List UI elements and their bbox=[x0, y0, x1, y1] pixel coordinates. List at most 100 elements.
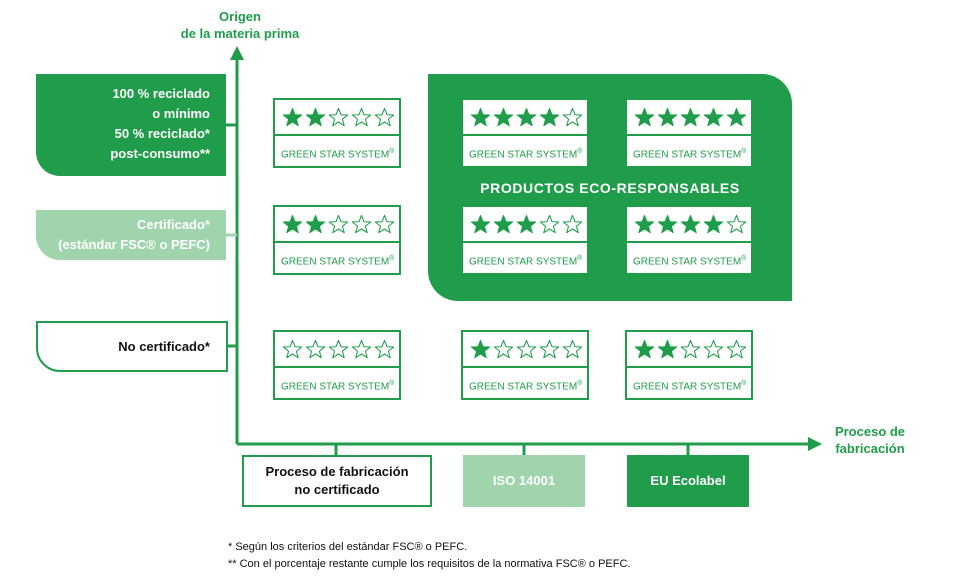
star-filled-icon bbox=[470, 214, 491, 233]
badge-label-text: GREEN STAR SYSTEM bbox=[281, 149, 390, 161]
green-star-badge: GREEN STAR SYSTEM® bbox=[273, 98, 401, 168]
badge-label: GREEN STAR SYSTEM® bbox=[463, 136, 587, 161]
column-label-line: EU Ecolabel bbox=[650, 473, 726, 488]
row-label-line: post-consumo** bbox=[110, 146, 210, 161]
badge-label: GREEN STAR SYSTEM® bbox=[463, 243, 587, 268]
row-label-line: 50 % reciclado* bbox=[114, 126, 210, 141]
star-filled-icon bbox=[657, 339, 678, 358]
column-label-uncertified-process: Proceso de fabricación no certificado bbox=[242, 455, 432, 507]
registered-mark: ® bbox=[389, 255, 395, 262]
star-filled-icon bbox=[516, 107, 537, 126]
star-empty-icon bbox=[351, 214, 372, 233]
registered-mark: ® bbox=[741, 255, 747, 262]
badge-label-text: GREEN STAR SYSTEM bbox=[633, 256, 742, 268]
row-label-line: No certificado* bbox=[118, 339, 210, 354]
star-rating bbox=[627, 207, 751, 243]
green-star-badge: GREEN STAR SYSTEM® bbox=[625, 205, 753, 275]
column-label-line: no certificado bbox=[294, 482, 380, 497]
badge-label-text: GREEN STAR SYSTEM bbox=[633, 381, 742, 393]
x-axis-title-line2: fabricación bbox=[835, 441, 905, 456]
badge-label: GREEN STAR SYSTEM® bbox=[275, 243, 399, 268]
green-star-badge: GREEN STAR SYSTEM® bbox=[461, 98, 589, 168]
row-label-line: Certificado* bbox=[137, 217, 210, 232]
star-empty-icon bbox=[374, 214, 395, 233]
row-label-certified: Certificado* (estándar FSC® o PEFC) bbox=[36, 210, 226, 260]
star-filled-icon bbox=[282, 107, 303, 126]
star-empty-icon bbox=[374, 339, 395, 358]
star-filled-icon bbox=[539, 107, 560, 126]
star-empty-icon bbox=[562, 107, 583, 126]
star-filled-icon bbox=[726, 107, 747, 126]
badge-label-text: GREEN STAR SYSTEM bbox=[469, 256, 578, 268]
registered-mark: ® bbox=[577, 148, 583, 155]
registered-mark: ® bbox=[577, 255, 583, 262]
y-axis-title-line2: de la materia prima bbox=[180, 26, 300, 41]
star-empty-icon bbox=[703, 339, 724, 358]
footnote-2: ** Con el porcentaje restante cumple los… bbox=[228, 558, 631, 570]
star-empty-icon bbox=[562, 339, 583, 358]
star-rating bbox=[463, 100, 587, 136]
star-empty-icon bbox=[305, 339, 326, 358]
column-label-line: ISO 14001 bbox=[492, 473, 556, 488]
badge-label: GREEN STAR SYSTEM® bbox=[627, 136, 751, 161]
star-rating bbox=[275, 100, 399, 136]
badge-label-text: GREEN STAR SYSTEM bbox=[469, 381, 578, 393]
column-label-line: Proceso de fabricación bbox=[265, 464, 409, 479]
badge-label: GREEN STAR SYSTEM® bbox=[463, 368, 587, 393]
star-empty-icon bbox=[726, 214, 747, 233]
star-filled-icon bbox=[634, 107, 655, 126]
footnote-1: * Según los criterios del estándar FSC® … bbox=[228, 541, 468, 553]
star-filled-icon bbox=[282, 214, 303, 233]
registered-mark: ® bbox=[741, 148, 747, 155]
badge-label-text: GREEN STAR SYSTEM bbox=[281, 256, 390, 268]
registered-mark: ® bbox=[577, 380, 583, 387]
badge-label: GREEN STAR SYSTEM® bbox=[275, 368, 399, 393]
row-label-recycled: 100 % reciclado o mínimo 50 % reciclado*… bbox=[36, 74, 226, 176]
green-star-badge: GREEN STAR SYSTEM® bbox=[625, 330, 753, 400]
y-axis-title: Origen de la materia prima bbox=[160, 8, 320, 42]
row-label-line: (estándar FSC® o PEFC) bbox=[58, 237, 210, 252]
star-filled-icon bbox=[680, 214, 701, 233]
star-empty-icon bbox=[539, 214, 560, 233]
star-filled-icon bbox=[493, 107, 514, 126]
star-empty-icon bbox=[351, 339, 372, 358]
star-rating bbox=[627, 100, 751, 136]
star-empty-icon bbox=[516, 339, 537, 358]
star-filled-icon bbox=[305, 107, 326, 126]
star-empty-icon bbox=[562, 214, 583, 233]
badge-label: GREEN STAR SYSTEM® bbox=[275, 136, 399, 161]
column-label-iso14001: ISO 14001 bbox=[463, 455, 585, 507]
star-filled-icon bbox=[470, 339, 491, 358]
star-filled-icon bbox=[634, 339, 655, 358]
badge-label-text: GREEN STAR SYSTEM bbox=[469, 149, 578, 161]
eco-responsible-title: PRODUCTOS ECO-RESPONSABLES bbox=[480, 180, 740, 196]
star-empty-icon bbox=[539, 339, 560, 358]
row-label-not-certified: No certificado* bbox=[36, 321, 228, 372]
star-rating bbox=[463, 207, 587, 243]
star-empty-icon bbox=[328, 339, 349, 358]
x-axis-title-line1: Proceso de bbox=[834, 424, 906, 439]
star-filled-icon bbox=[657, 214, 678, 233]
green-star-badge: GREEN STAR SYSTEM® bbox=[625, 98, 753, 168]
star-empty-icon bbox=[680, 339, 701, 358]
registered-mark: ® bbox=[741, 380, 747, 387]
star-empty-icon bbox=[726, 339, 747, 358]
star-rating bbox=[463, 332, 587, 368]
star-filled-icon bbox=[305, 214, 326, 233]
star-filled-icon bbox=[470, 107, 491, 126]
star-filled-icon bbox=[680, 107, 701, 126]
star-empty-icon bbox=[328, 214, 349, 233]
star-rating bbox=[275, 207, 399, 243]
star-empty-icon bbox=[282, 339, 303, 358]
star-filled-icon bbox=[703, 107, 724, 126]
x-axis-title: Proceso de fabricación bbox=[820, 423, 920, 457]
registered-mark: ® bbox=[389, 380, 395, 387]
green-star-badge: GREEN STAR SYSTEM® bbox=[461, 205, 589, 275]
row-label-line: 100 % reciclado bbox=[112, 86, 210, 101]
y-axis-title-line1: Origen bbox=[219, 9, 261, 24]
star-filled-icon bbox=[634, 214, 655, 233]
star-rating bbox=[627, 332, 751, 368]
star-rating bbox=[275, 332, 399, 368]
registered-mark: ® bbox=[389, 148, 395, 155]
